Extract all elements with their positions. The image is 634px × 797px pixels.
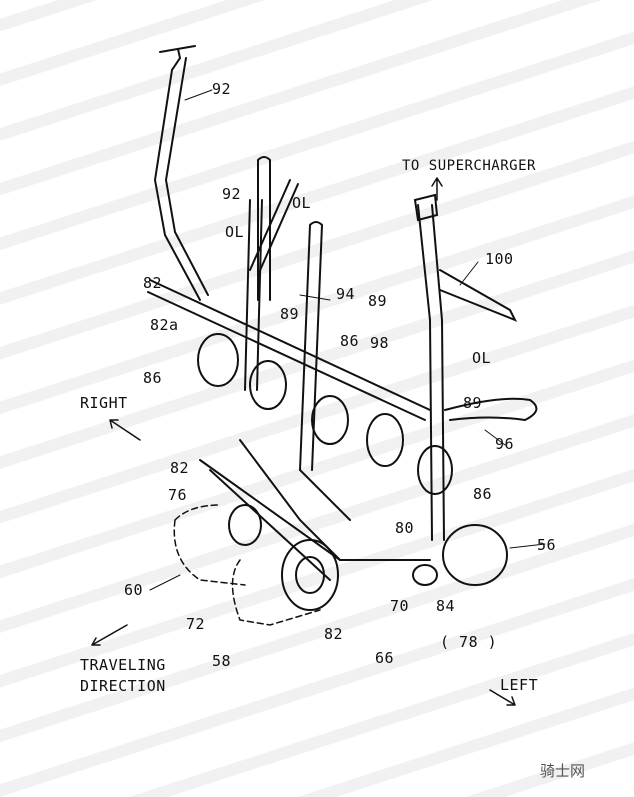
label-100: 100 [485, 250, 514, 268]
label-92: 92 [222, 185, 242, 203]
label-58: 58 [212, 652, 232, 670]
label-98: 98 [370, 334, 390, 352]
pulley-66 [281, 539, 339, 611]
label-70: 70 [390, 597, 410, 615]
label-60: 60 [124, 581, 144, 599]
label-left: LEFT [500, 676, 539, 694]
cylinder-60 [173, 504, 246, 586]
pipe-vertical-1 [257, 156, 271, 301]
label-89: 89 [368, 292, 388, 310]
label-ol: OL [292, 194, 312, 212]
label-ol: OL [472, 349, 492, 367]
label-66: 66 [375, 649, 395, 667]
label-82: 82 [143, 274, 163, 292]
label-76: 76 [168, 486, 188, 504]
label-89: 89 [463, 394, 483, 412]
supercharger-duct [417, 204, 445, 541]
cylinder-58 [231, 559, 321, 626]
label-96: 96 [495, 435, 515, 453]
plenum-82 [147, 279, 431, 421]
supercharger-56 [442, 524, 508, 586]
arrow-supercharger [431, 177, 443, 201]
label-ol: OL [225, 223, 245, 241]
label-56: 56 [537, 536, 557, 554]
pipe-vertical-2 [299, 221, 323, 471]
source-badge: 骑士网 [540, 762, 586, 780]
label-86: 86 [473, 485, 493, 503]
label-right: RIGHT [80, 394, 128, 412]
arrow-traveling [91, 624, 128, 646]
label-84: 84 [436, 597, 456, 615]
arrow-right [109, 419, 141, 441]
label-traveling: TRAVELING [80, 656, 166, 674]
label-80: 80 [395, 519, 415, 537]
arrow-left [489, 689, 516, 706]
label-94: 94 [336, 285, 356, 303]
label-82: 82 [324, 625, 344, 643]
label-92: 92 [212, 80, 232, 98]
part-76 [228, 504, 262, 546]
label-to-supercharger: TO SUPERCHARGER [402, 158, 536, 174]
label-86: 86 [143, 369, 163, 387]
label-82: 82 [170, 459, 190, 477]
label-86: 86 [340, 332, 360, 350]
pipe-100 [439, 269, 518, 322]
label-82a: 82a [150, 316, 179, 334]
label-direction: DIRECTION [80, 677, 166, 695]
label-78: ( 78 ) [440, 633, 498, 651]
part-96 [444, 397, 538, 422]
pipe-92 [153, 45, 201, 301]
label-72: 72 [186, 615, 206, 633]
runner-loop-1 [197, 333, 239, 387]
label-89: 89 [280, 305, 300, 323]
